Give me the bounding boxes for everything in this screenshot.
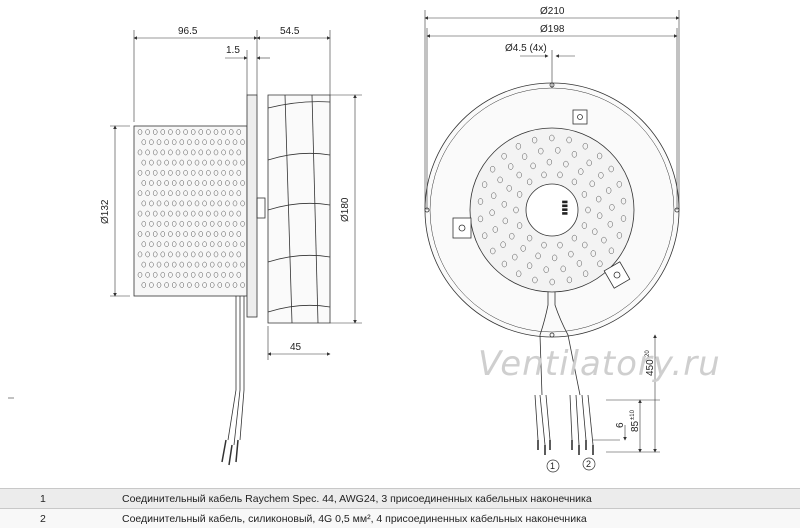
dim-45: 45 (290, 342, 302, 353)
dim-54-5: 54.5 (280, 26, 300, 37)
callout-2-text: 2 (586, 459, 591, 469)
legend-num: 1 (0, 489, 116, 509)
callout-2: 2 (583, 458, 595, 470)
watermark: Ventilatory.ru (478, 344, 721, 384)
label-plate-mark: ▮▮▮▮ (561, 200, 568, 216)
impeller-side (268, 95, 330, 323)
dim-6: 6 (615, 422, 626, 428)
mount-bracket-left (453, 218, 471, 238)
dim-1-5: 1.5 (226, 45, 240, 56)
callout-1: 1 (547, 460, 559, 472)
dim-d210: Ø210 (540, 6, 565, 17)
cable1-lugs (538, 440, 550, 455)
dim-85-value: 85 (630, 420, 641, 432)
cable2-lugs (572, 440, 593, 455)
cable-bundle-side (228, 296, 244, 445)
legend-text: Соединительный кабель, силиконовый, 4G 0… (116, 509, 800, 528)
dim-d198: Ø198 (540, 24, 565, 35)
front-view: ▮▮▮▮ (425, 83, 679, 455)
cable-lugs-side (222, 440, 238, 465)
side-view (134, 95, 330, 465)
dim-d132: Ø132 (100, 199, 111, 224)
dim-d180: Ø180 (340, 197, 351, 222)
dim-85-tol: ±10 (630, 409, 636, 420)
legend-table: 1 Соединительный кабель Raychem Spec. 44… (0, 488, 800, 528)
cable2-wires (570, 395, 593, 445)
legend-row: 2 Соединительный кабель, силиконовый, 4G… (0, 509, 800, 528)
legend-num: 2 (0, 509, 116, 528)
mount-bracket-top (573, 110, 587, 124)
dim-d4-5: Ø4.5 (4x) (505, 43, 547, 54)
rotor-housing (134, 126, 247, 296)
cable1-wires (535, 395, 550, 445)
dim-96-5: 96.5 (178, 26, 198, 37)
legend-text: Соединительный кабель Raychem Spec. 44, … (116, 489, 800, 509)
technical-drawing: 96.5 54.5 1.5 Ø132 Ø180 45 ▮▮▮▮ (0, 0, 800, 488)
hub (526, 184, 578, 236)
legend-row: 1 Соединительный кабель Raychem Spec. 44… (0, 489, 800, 509)
mounting-flange (247, 95, 257, 317)
dim-85: 85 ±10 (630, 409, 641, 432)
shaft (257, 198, 265, 218)
callout-1-text: 1 (550, 461, 555, 471)
